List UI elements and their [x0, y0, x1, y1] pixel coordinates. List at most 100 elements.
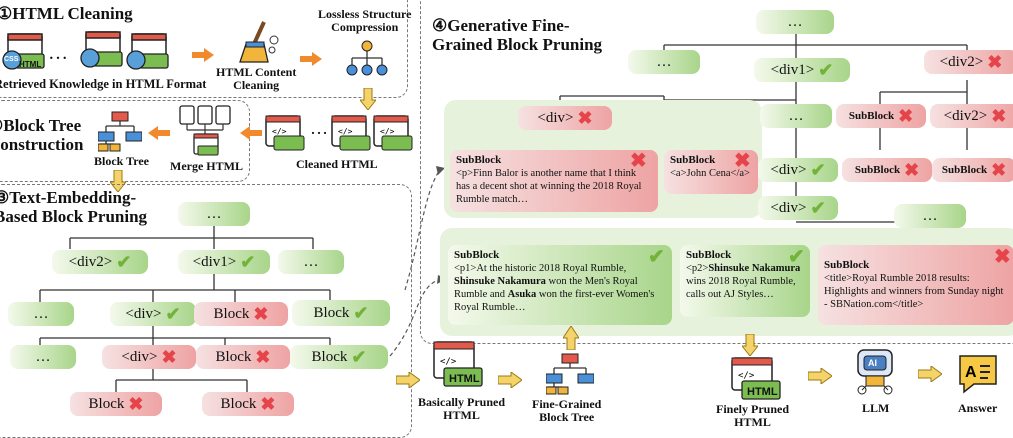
cross-icon: ✖	[991, 160, 1007, 180]
check-icon: ✔	[116, 252, 132, 272]
yellow-arrow-right-icon	[807, 367, 833, 389]
html-file-icon	[126, 32, 170, 72]
check-icon: ✔	[351, 347, 367, 367]
tree4-root-node: …	[756, 10, 834, 34]
check-icon: ✔	[353, 303, 369, 323]
section-3-title: ③Text-Embedding- Based Block Pruning	[0, 188, 148, 226]
html-file-icon	[80, 30, 124, 70]
svg-text:A: A	[965, 364, 977, 381]
tree3-dots-node: …	[10, 345, 76, 369]
merge-html-icon	[178, 104, 236, 158]
tree4-div2-node: <div2>✖	[930, 104, 1013, 128]
tree3-block-node: Block✖	[202, 392, 294, 416]
broom-icon	[234, 20, 280, 64]
subblock-finn-balor: SubBlock <p>Finn Balor is another name t…	[450, 150, 658, 212]
tree3-root-node: …	[178, 202, 250, 226]
subblock-sbnation-title: SubBlock <title>Royal Rumble 2018 result…	[818, 245, 1013, 325]
svg-text:</>: </>	[380, 127, 395, 136]
html-file-icon: </>	[432, 340, 484, 390]
html-file-icon: </>	[330, 114, 372, 154]
check-icon: ✔	[818, 60, 834, 80]
tree3-block-node: Block✖	[196, 345, 290, 369]
cross-icon: ✖	[253, 304, 269, 324]
block-tree-caption: Block Tree	[94, 154, 149, 168]
tree4-div-node: <div>✔	[758, 196, 838, 220]
subblock-royal-rumble-p1: SubBlock <p1>At the historic 2018 Royal …	[448, 245, 672, 325]
html-badge-label: HTML	[19, 60, 42, 69]
yellow-arrow-right-icon	[395, 371, 421, 393]
cross-icon: ✖	[255, 347, 271, 367]
tree3-div1-node: <div1>✔	[178, 250, 270, 274]
yellow-arrow-down-icon	[740, 333, 760, 361]
tree4-subblock-node: SubBlock✖	[836, 104, 926, 128]
html-file-icon	[2, 32, 46, 72]
yellow-arrow-right-icon	[917, 365, 943, 387]
cleaned-html-caption: Cleaned HTML	[296, 157, 378, 171]
cross-icon: ✖	[991, 106, 1007, 126]
cross-icon: ✖	[260, 394, 276, 414]
tree4-div1-node: <div1>✔	[754, 58, 850, 82]
tree3-div-node: <div>✖	[102, 345, 196, 369]
block-tree-icon	[97, 110, 143, 152]
check-icon: ✔	[240, 252, 256, 272]
cross-icon: ✖	[898, 106, 914, 126]
orange-arrow-left-icon	[240, 126, 262, 145]
html-badge-label: HTML	[449, 373, 480, 385]
tree4-dots-node: …	[760, 104, 832, 128]
answer-caption: Answer	[958, 401, 998, 415]
html-badge-label: HTML	[747, 386, 778, 398]
css-badge-label: CSS	[4, 56, 19, 63]
section-html-cleaning-box	[0, 0, 408, 98]
cross-icon: ✖	[161, 347, 177, 367]
tree4-subblock-node: SubBlock✖	[842, 158, 932, 182]
tree3-block-node: Block✖	[194, 302, 288, 326]
tree4-dots-node: …	[628, 50, 700, 74]
tree4-div-node: <div>✔	[758, 158, 838, 182]
ai-badge-label: AI	[868, 358, 877, 368]
subblock-john-cena: SubBlock <a>John Cena</a>	[664, 150, 758, 194]
svg-text:</>: </>	[338, 127, 353, 136]
tree4-div2-node: <div2>✖	[924, 50, 1013, 74]
tree3-block-node: Block✔	[290, 345, 388, 369]
check-icon: ✔	[648, 246, 665, 268]
fine-grained-caption: Fine-Grained Block Tree	[532, 397, 602, 424]
check-icon: ✔	[810, 160, 826, 180]
ellipsis: …	[48, 42, 68, 64]
cross-icon: ✖	[904, 160, 920, 180]
ellipsis: …	[310, 118, 328, 138]
cross-icon: ✖	[987, 52, 1003, 72]
html-file-icon: </>	[372, 114, 414, 154]
finely-pruned-caption: Finely Pruned HTML	[716, 402, 790, 429]
lossless-compression-caption: Lossless Structure Compression	[318, 7, 412, 34]
cross-icon: ✖	[630, 150, 647, 172]
yellow-arrow-down-icon	[108, 169, 128, 197]
merge-html-caption: Merge HTML	[170, 159, 243, 173]
tree3-div2-node: <div2>✔	[52, 250, 148, 274]
check-icon: ✔	[165, 304, 181, 324]
yellow-arrow-up-icon	[562, 325, 580, 355]
cross-icon: ✖	[128, 394, 144, 414]
section-2-title: ②Block Tree Construction	[0, 116, 84, 154]
structure-compression-icon	[342, 40, 392, 82]
tree4-subblock-node: SubBlock✖	[932, 158, 1013, 182]
cross-icon: ✖	[994, 246, 1011, 268]
answer-icon: A	[956, 352, 1000, 396]
html-content-cleaning-caption: HTML Content Cleaning	[216, 65, 297, 92]
cross-icon: ✖	[577, 108, 593, 128]
section-generative-pruning-box	[420, 0, 1013, 344]
yellow-arrow-down-icon	[358, 87, 378, 115]
basically-pruned-caption: Basically Pruned HTML	[418, 395, 506, 422]
svg-text:</>: </>	[738, 371, 755, 381]
llm-caption: LLM	[862, 401, 890, 415]
tree4-dots-node: …	[894, 204, 966, 228]
svg-text:</>: </>	[440, 357, 457, 367]
tree4-div-node: <div>✖	[518, 106, 612, 130]
section-1-title: ①HTML Cleaning	[0, 4, 133, 23]
yellow-arrow-right-icon	[497, 371, 523, 393]
retrieved-knowledge-caption: Retrieved Knowledge in HTML Format	[0, 77, 207, 91]
fine-grained-tree-icon	[545, 352, 595, 396]
orange-arrow-left-icon	[148, 126, 170, 145]
check-icon: ✔	[810, 198, 826, 218]
check-icon: ✔	[788, 246, 805, 268]
tree3-block-node: Block✖	[70, 392, 162, 416]
